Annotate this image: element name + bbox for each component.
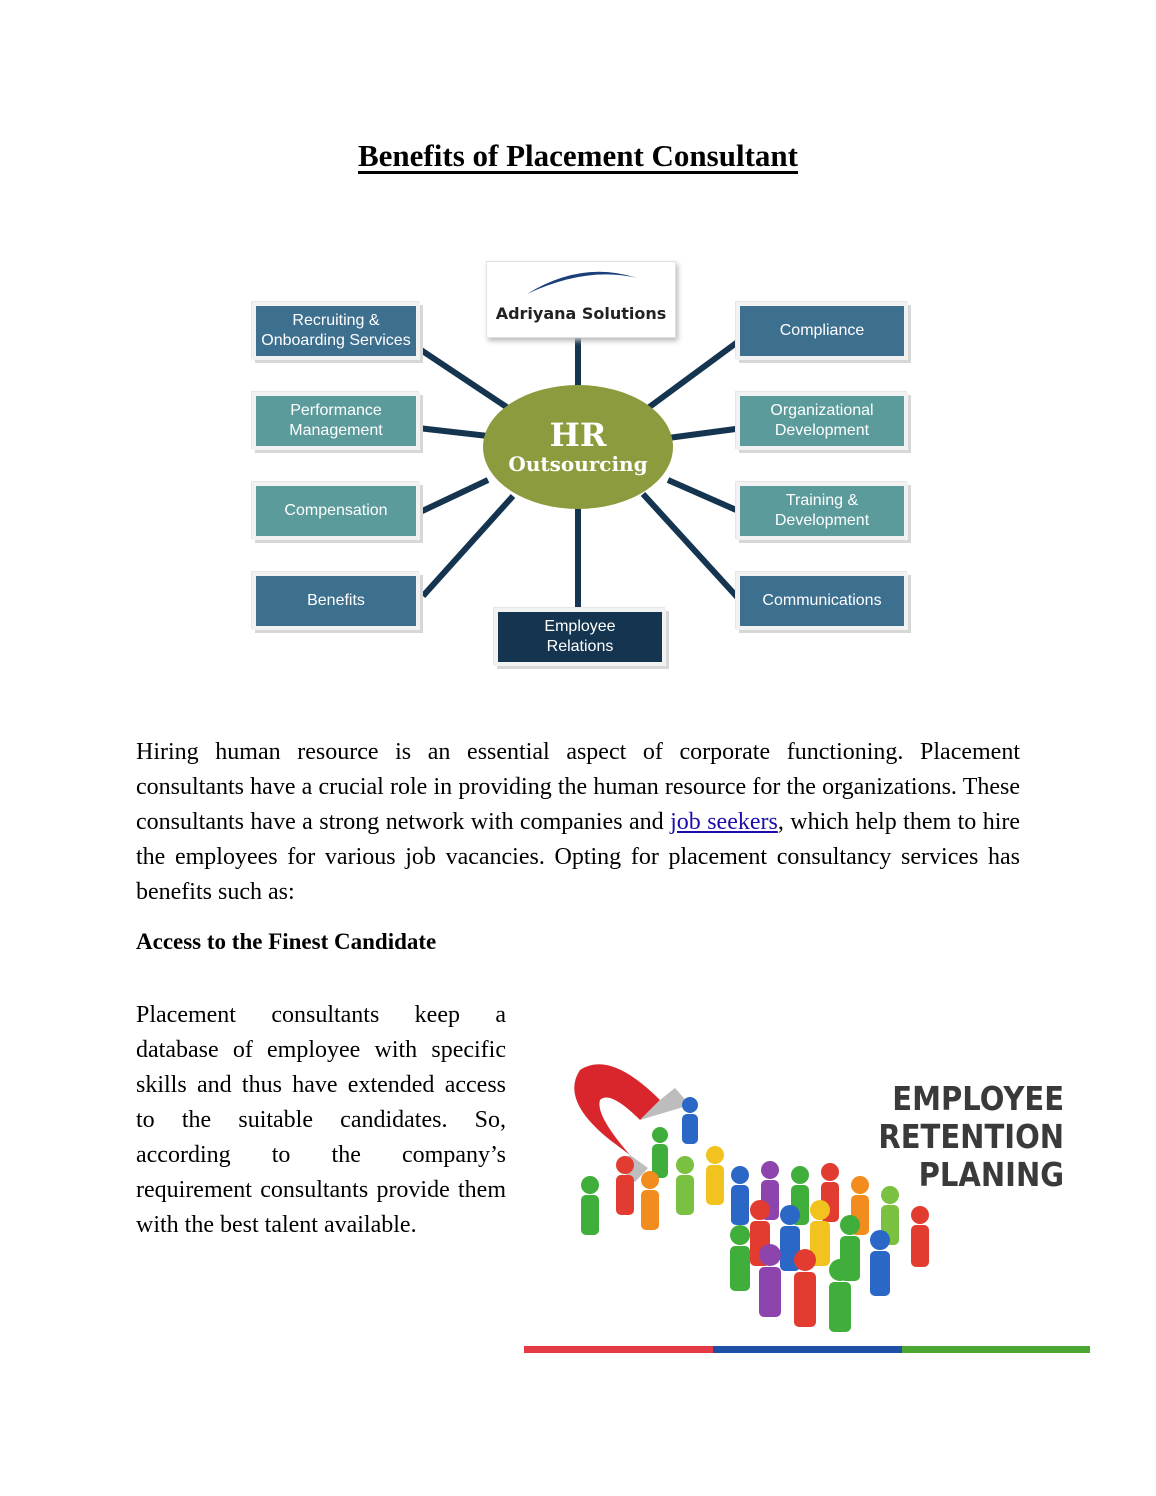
section-heading: Access to the Finest Candidate [136,929,437,954]
connector-performance [417,425,489,439]
hub-subtitle: Outsourcing [508,452,648,476]
box-employee-relations: Employee Relations [494,608,666,666]
connector-compliance [646,335,745,411]
logo-swoosh-icon [527,271,637,294]
magnet-icon [574,1064,660,1155]
box-performance: Performance Management [252,392,420,450]
box-benefits: Benefits [252,572,420,630]
box-organizational: Organizational Development [736,392,908,450]
retention-line-3: PLANING [918,1155,1064,1194]
hr-outsourcing-diagram: Adriyana Solutions Recruiting & Onboardi… [238,258,928,690]
magnet-people-illustration [574,1064,929,1332]
logo-text: Adriyana Solutions [495,304,667,323]
diagram-connectors [416,333,745,618]
logo-box: Adriyana Solutions [486,261,676,338]
box-recruiting: Recruiting & Onboarding Services [252,302,420,360]
box-communications: Communications [736,572,908,630]
connector-organizational [667,425,744,441]
crowd-icon [581,1097,929,1332]
intro-text-2: , which help them to hire the employees … [136,809,1021,905]
intro-paragraph: Hiring human resource is an essential as… [136,735,1020,910]
rule-blue [713,1346,902,1353]
box-compliance: Compliance [736,302,908,360]
hub-title: HR [549,416,607,454]
connector-training [666,477,745,516]
employee-retention-image: EMPLOYEE RETENTION PLANING [540,1060,1080,1340]
connector-recruiting [416,345,510,411]
retention-line-1: EMPLOYEE [892,1079,1064,1118]
intro-text-1: Hiring human resource is an essential as… [136,739,1020,835]
retention-title: EMPLOYEE RETENTION PLANING [878,1080,1064,1194]
section-body: Placement consultants keep a database of… [136,1002,506,1238]
connector-benefits [420,493,516,599]
rule-green [902,1346,1090,1353]
page-title: Benefits of Placement Consultant [358,138,798,173]
connector-communications [640,491,741,601]
retention-line-2: RETENTION [878,1117,1064,1156]
box-training: Training & Development [736,482,908,540]
rule-red [524,1346,713,1353]
connector-compensation [416,477,490,516]
job-seekers-link[interactable]: job seekers [670,809,778,835]
box-compensation: Compensation [252,482,420,540]
hub-circle: HR Outsourcing [483,385,673,509]
